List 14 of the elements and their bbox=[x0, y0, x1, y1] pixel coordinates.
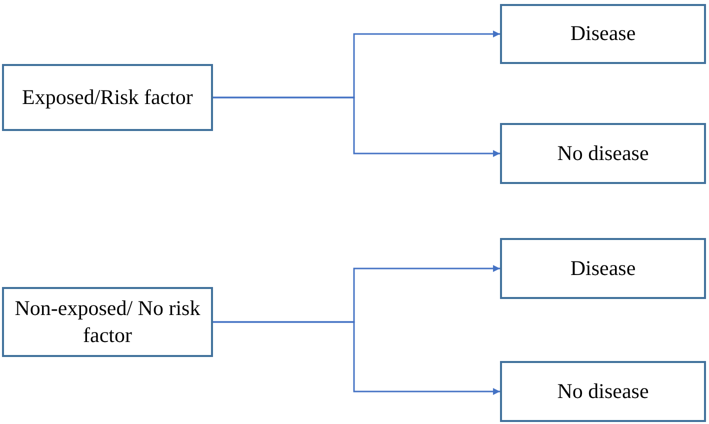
box-label: Exposed/Risk factor bbox=[22, 84, 193, 111]
process-box bbox=[2, 287, 213, 357]
arrow bbox=[213, 96, 500, 157]
process-box bbox=[500, 361, 706, 422]
process-box bbox=[500, 238, 706, 299]
box-label: Disease bbox=[570, 254, 636, 282]
arrow bbox=[213, 321, 500, 395]
process-box bbox=[500, 4, 706, 64]
box-label: Disease bbox=[570, 20, 636, 48]
box-label: No disease bbox=[557, 140, 649, 167]
process-box bbox=[500, 123, 706, 184]
box-label: Non-exposed/ No risk factor bbox=[14, 294, 202, 349]
box-label: No disease bbox=[557, 378, 649, 405]
process-box bbox=[2, 64, 213, 131]
